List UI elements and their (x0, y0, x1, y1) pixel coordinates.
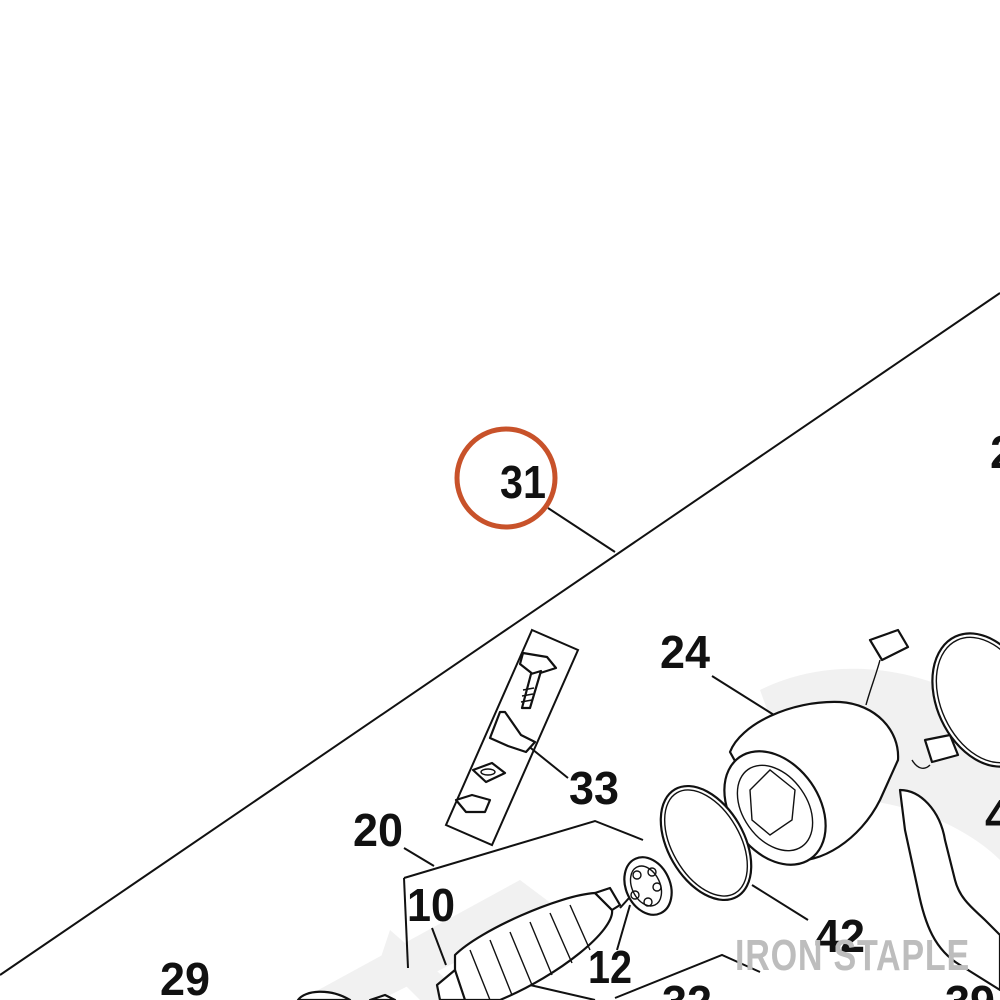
callout-2-partial[interactable]: 2 (990, 426, 1000, 478)
callout-12[interactable]: 12 (588, 941, 632, 993)
callout-31[interactable]: 31 (500, 456, 546, 508)
leader-lines (403, 507, 809, 1000)
callout-32[interactable]: 32 (662, 976, 712, 1000)
part-24-field-housing (723, 628, 1000, 992)
callout-10[interactable]: 10 (407, 879, 455, 931)
callout-39-partial[interactable]: 39 (945, 976, 995, 1000)
watermark-text: IRON STAPLE (735, 931, 970, 980)
part-42-o-ring (659, 784, 753, 902)
highlight-circle (454, 426, 558, 530)
callout-33[interactable]: 33 (569, 762, 619, 814)
callout-29[interactable]: 29 (160, 953, 210, 1000)
callout-labels: 31 24 33 20 10 12 42 29 32 2 4 39 (160, 426, 1000, 1000)
part-33-screw-kit (444, 628, 580, 847)
callout-20[interactable]: 20 (353, 804, 403, 856)
part-12-bearing (623, 856, 673, 916)
part-10-armature (435, 886, 622, 1000)
callout-24[interactable]: 24 (660, 626, 710, 678)
section-divider-line (0, 292, 1000, 976)
callout-42[interactable]: 42 (815, 910, 865, 962)
part-right-o-ring (931, 632, 1000, 768)
callout-4-partial[interactable]: 4 (985, 790, 1000, 842)
